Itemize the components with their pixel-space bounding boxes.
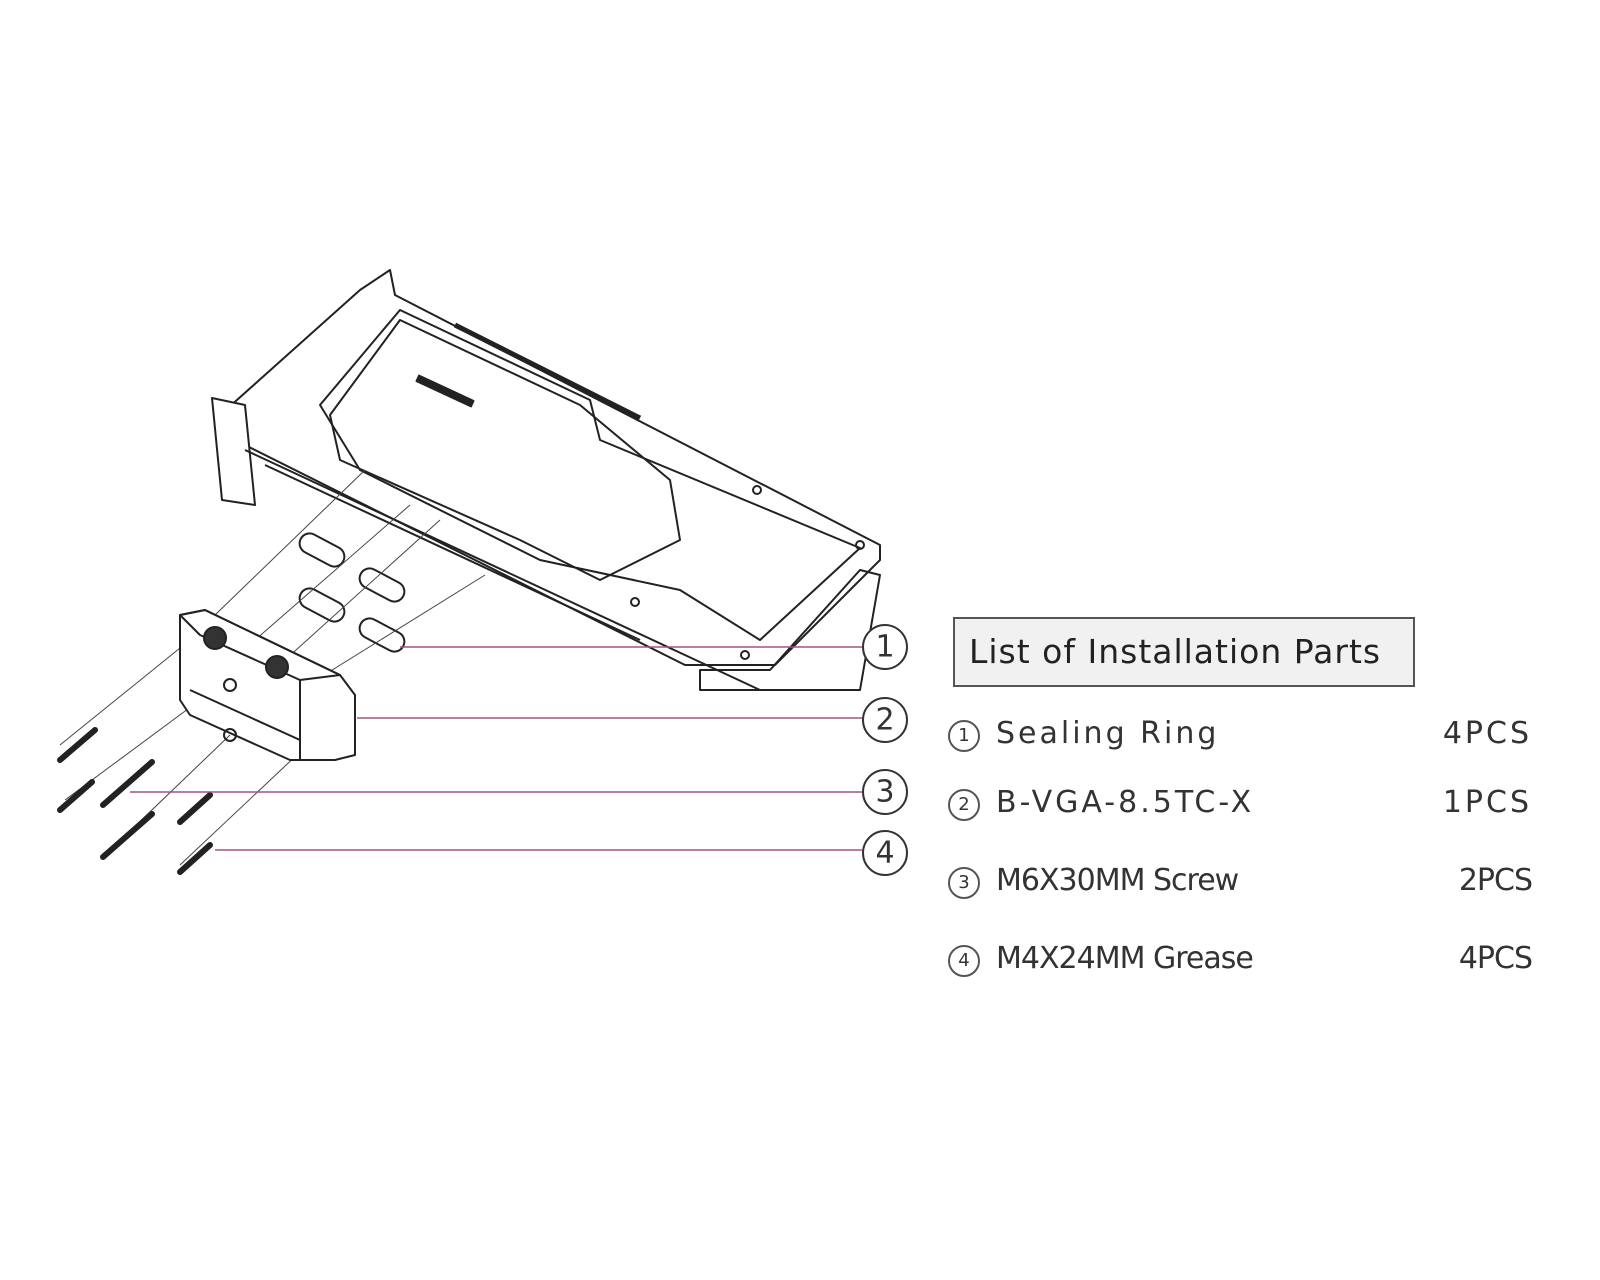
callout-4: 4 xyxy=(875,836,894,871)
callout-2-circle xyxy=(862,697,908,743)
callout-3-circle xyxy=(862,769,908,815)
part-name: M4X24MM Grease xyxy=(996,941,1254,976)
parts-list-title: List of Installation Parts xyxy=(953,617,1415,687)
b-vga-bridge-block xyxy=(179,609,356,761)
part-row: 2 B-VGA-8.5TC-X 1PCS xyxy=(948,785,1532,825)
part-name: M6X30MM Screw xyxy=(996,863,1239,898)
callout-1-circle xyxy=(862,624,908,670)
part-qty: 1PCS xyxy=(1442,785,1532,820)
leader-lines xyxy=(130,646,862,851)
part-number: 2 xyxy=(948,789,980,821)
part-number: 3 xyxy=(948,867,980,899)
screws xyxy=(57,727,213,875)
part-row: 3 M6X30MM Screw 2PCS xyxy=(948,863,1533,903)
part-name: B-VGA-8.5TC-X xyxy=(996,785,1255,820)
part-number: 1 xyxy=(948,720,980,752)
graphics-card xyxy=(211,269,881,691)
part-qty: 4PCS xyxy=(1458,941,1533,976)
part-qty: 4PCS xyxy=(1442,716,1532,751)
callout-4-circle xyxy=(862,830,908,876)
sealing-rings xyxy=(298,532,406,653)
callout-3: 3 xyxy=(875,775,894,810)
part-number: 4 xyxy=(948,945,980,977)
part-row: 4 M4X24MM Grease 4PCS xyxy=(948,941,1533,981)
callout-1: 1 xyxy=(875,630,894,665)
callout-2: 2 xyxy=(875,703,894,738)
part-row: 1 Sealing Ring 4PCS xyxy=(948,716,1532,756)
part-name: Sealing Ring xyxy=(996,716,1220,751)
part-qty: 2PCS xyxy=(1458,863,1533,898)
